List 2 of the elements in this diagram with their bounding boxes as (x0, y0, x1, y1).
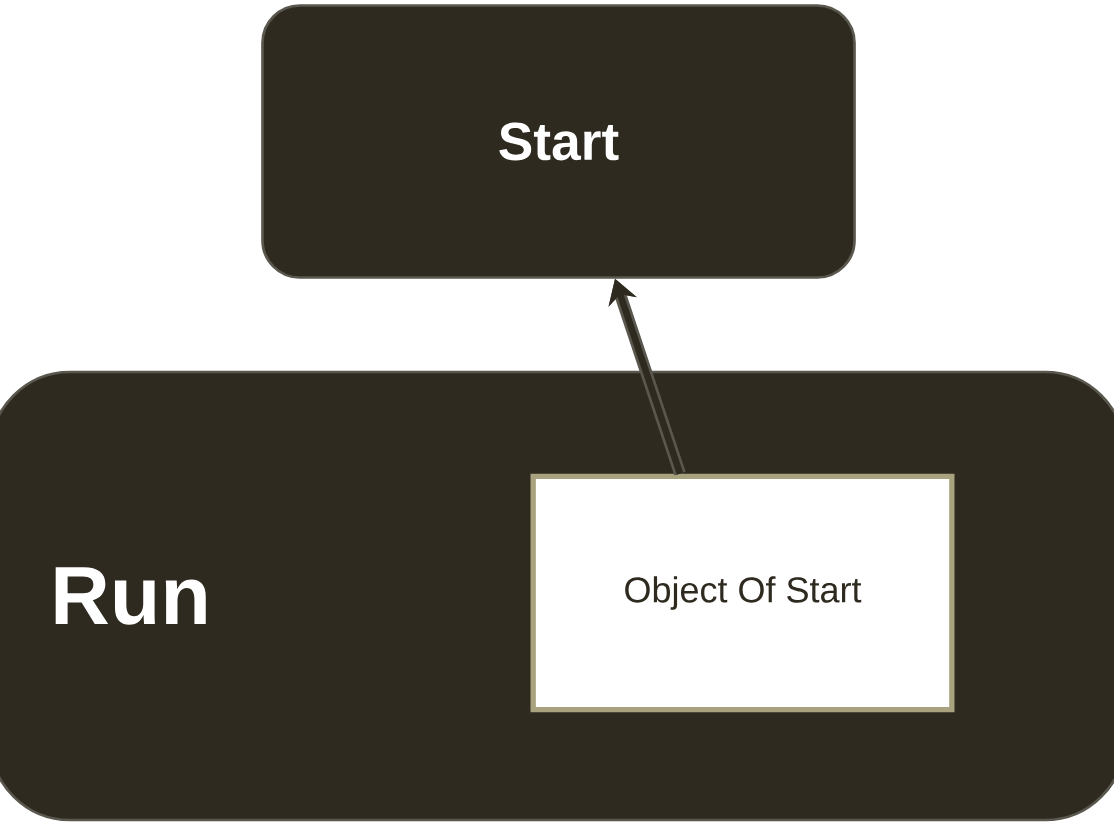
object-box: Object Of Start (530, 473, 955, 713)
process-box: Start (261, 4, 856, 279)
